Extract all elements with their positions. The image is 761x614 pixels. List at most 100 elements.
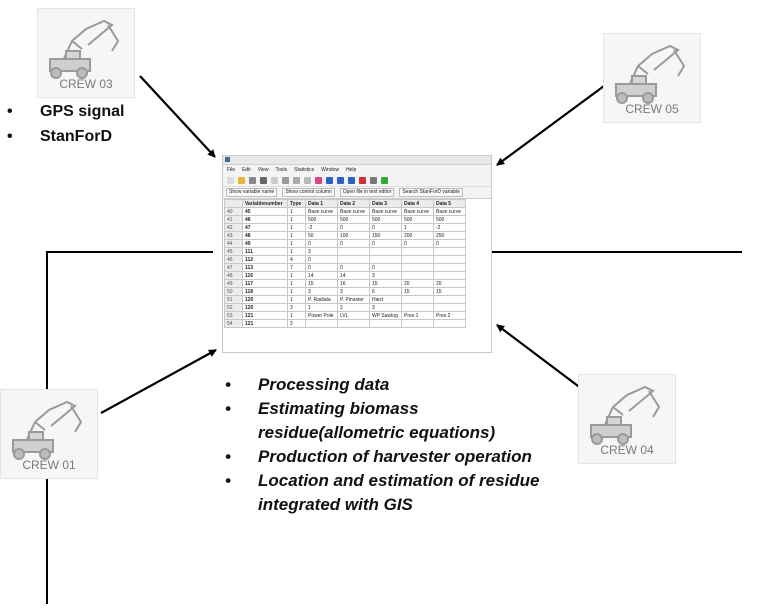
table-cell[interactable]: 45 — [242, 207, 288, 216]
cut-icon[interactable] — [282, 177, 289, 184]
table-cell[interactable]: 118 — [242, 287, 288, 296]
table-cell[interactable]: P. Pinaster — [337, 295, 370, 304]
table-cell[interactable] — [433, 247, 466, 256]
table-cell[interactable]: 120 — [242, 295, 288, 304]
col-header[interactable]: Data 3 — [369, 199, 402, 208]
table-cell[interactable]: 1 — [287, 271, 306, 280]
col-header[interactable]: Data 1 — [305, 199, 338, 208]
table-cell[interactable] — [369, 247, 402, 256]
table-cell[interactable]: 20 — [433, 279, 466, 288]
table-cell[interactable] — [305, 319, 338, 328]
menu-view[interactable]: View — [257, 167, 269, 173]
table-cell[interactable]: Pres 2 — [433, 311, 466, 320]
table-cell[interactable]: Base curve — [369, 207, 402, 216]
table-cell[interactable]: Base curve — [401, 207, 434, 216]
table-cell[interactable]: 100 — [337, 231, 370, 240]
table-cell[interactable]: 44 — [224, 239, 243, 248]
table-cell[interactable]: 121 — [242, 319, 288, 328]
table-cell[interactable] — [401, 255, 434, 264]
table-cell[interactable]: 45 — [224, 247, 243, 256]
table-cell[interactable]: 0 — [369, 223, 402, 232]
table-cell[interactable]: 15 — [401, 287, 434, 296]
table-cell[interactable]: 116 — [242, 271, 288, 280]
table-cell[interactable]: 51 — [224, 295, 243, 304]
globe-icon[interactable] — [381, 177, 388, 184]
table-cell[interactable]: 15 — [305, 279, 338, 288]
table-cell[interactable] — [337, 255, 370, 264]
table-cell[interactable]: 50 — [224, 287, 243, 296]
table-cell[interactable] — [433, 303, 466, 312]
table-cell[interactable]: 1 — [287, 311, 306, 320]
table-cell[interactable]: 250 — [433, 231, 466, 240]
open-icon[interactable] — [238, 177, 245, 184]
table-cell[interactable] — [401, 247, 434, 256]
table-cell[interactable]: 46 — [242, 215, 288, 224]
table-cell[interactable]: Pres 1 — [401, 311, 434, 320]
table-cell[interactable]: 1 — [287, 287, 306, 296]
table-cell[interactable]: 0 — [337, 263, 370, 272]
table-cell[interactable]: 47 — [224, 263, 243, 272]
table-cell[interactable]: Base curve — [337, 207, 370, 216]
table-cell[interactable]: 1 — [287, 223, 306, 232]
columns-icon[interactable] — [348, 177, 355, 184]
table-cell[interactable]: 16 — [337, 279, 370, 288]
table-cell[interactable]: 0 — [433, 239, 466, 248]
table-cell[interactable]: LVL — [337, 311, 370, 320]
table-cell[interactable]: 47 — [242, 223, 288, 232]
table-cell[interactable]: 1 — [287, 207, 306, 216]
table-cell[interactable]: 150 — [369, 231, 402, 240]
table-cell[interactable]: 15 — [433, 287, 466, 296]
table-cell[interactable]: Hard — [369, 295, 402, 304]
table-cell[interactable]: 112 — [242, 255, 288, 264]
table-cell[interactable]: 0 — [305, 239, 338, 248]
col-header[interactable]: Variablenumber — [242, 199, 288, 208]
list-icon[interactable] — [326, 177, 333, 184]
table-cell[interactable]: 48 — [224, 271, 243, 280]
table-cell[interactable]: 49 — [242, 239, 288, 248]
col-header[interactable]: Data 2 — [337, 199, 370, 208]
table-cell[interactable]: 42 — [224, 223, 243, 232]
table-cell[interactable] — [433, 319, 466, 328]
table-cell[interactable]: Base curve — [305, 207, 338, 216]
copy-icon[interactable] — [293, 177, 300, 184]
table-cell[interactable] — [337, 247, 370, 256]
table-cell[interactable]: 14 — [337, 271, 370, 280]
table-cell[interactable]: 2 — [287, 319, 306, 328]
table-cell[interactable]: 54 — [224, 319, 243, 328]
table-cell[interactable]: 3 — [369, 303, 402, 312]
table-cell[interactable] — [369, 255, 402, 264]
table-cell[interactable]: 43 — [224, 231, 243, 240]
print-icon[interactable] — [260, 177, 267, 184]
table-cell[interactable]: -2 — [433, 223, 466, 232]
col-header[interactable]: Data 4 — [401, 199, 434, 208]
settings-icon[interactable] — [370, 177, 377, 184]
menu-file[interactable]: File — [227, 167, 236, 173]
table-cell[interactable]: 4 — [287, 255, 306, 264]
table-cell[interactable]: 113 — [242, 263, 288, 272]
table-cell[interactable]: 1 — [287, 231, 306, 240]
show-control-column-button[interactable]: Show control column — [282, 188, 335, 197]
table-cell[interactable]: 49 — [224, 279, 243, 288]
table-cell[interactable]: 41 — [224, 215, 243, 224]
table-cell[interactable]: 3 — [305, 287, 338, 296]
table-cell[interactable]: 1 — [287, 215, 306, 224]
table-cell[interactable]: Power Pole — [305, 311, 338, 320]
table-cell[interactable]: 1 — [287, 279, 306, 288]
paste-icon[interactable] — [304, 177, 311, 184]
table-cell[interactable] — [433, 271, 466, 280]
table-cell[interactable] — [433, 295, 466, 304]
table-cell[interactable]: 40 — [224, 207, 243, 216]
menu-statistics[interactable]: Statistics — [294, 167, 315, 173]
table-cell[interactable]: 500 — [401, 215, 434, 224]
table-cell[interactable]: 500 — [305, 215, 338, 224]
open-text-editor-button[interactable]: Open file in text editor — [339, 188, 395, 197]
table-cell[interactable]: 3 — [305, 247, 338, 256]
table-cell[interactable]: 500 — [369, 215, 402, 224]
table-cell[interactable] — [337, 319, 370, 328]
